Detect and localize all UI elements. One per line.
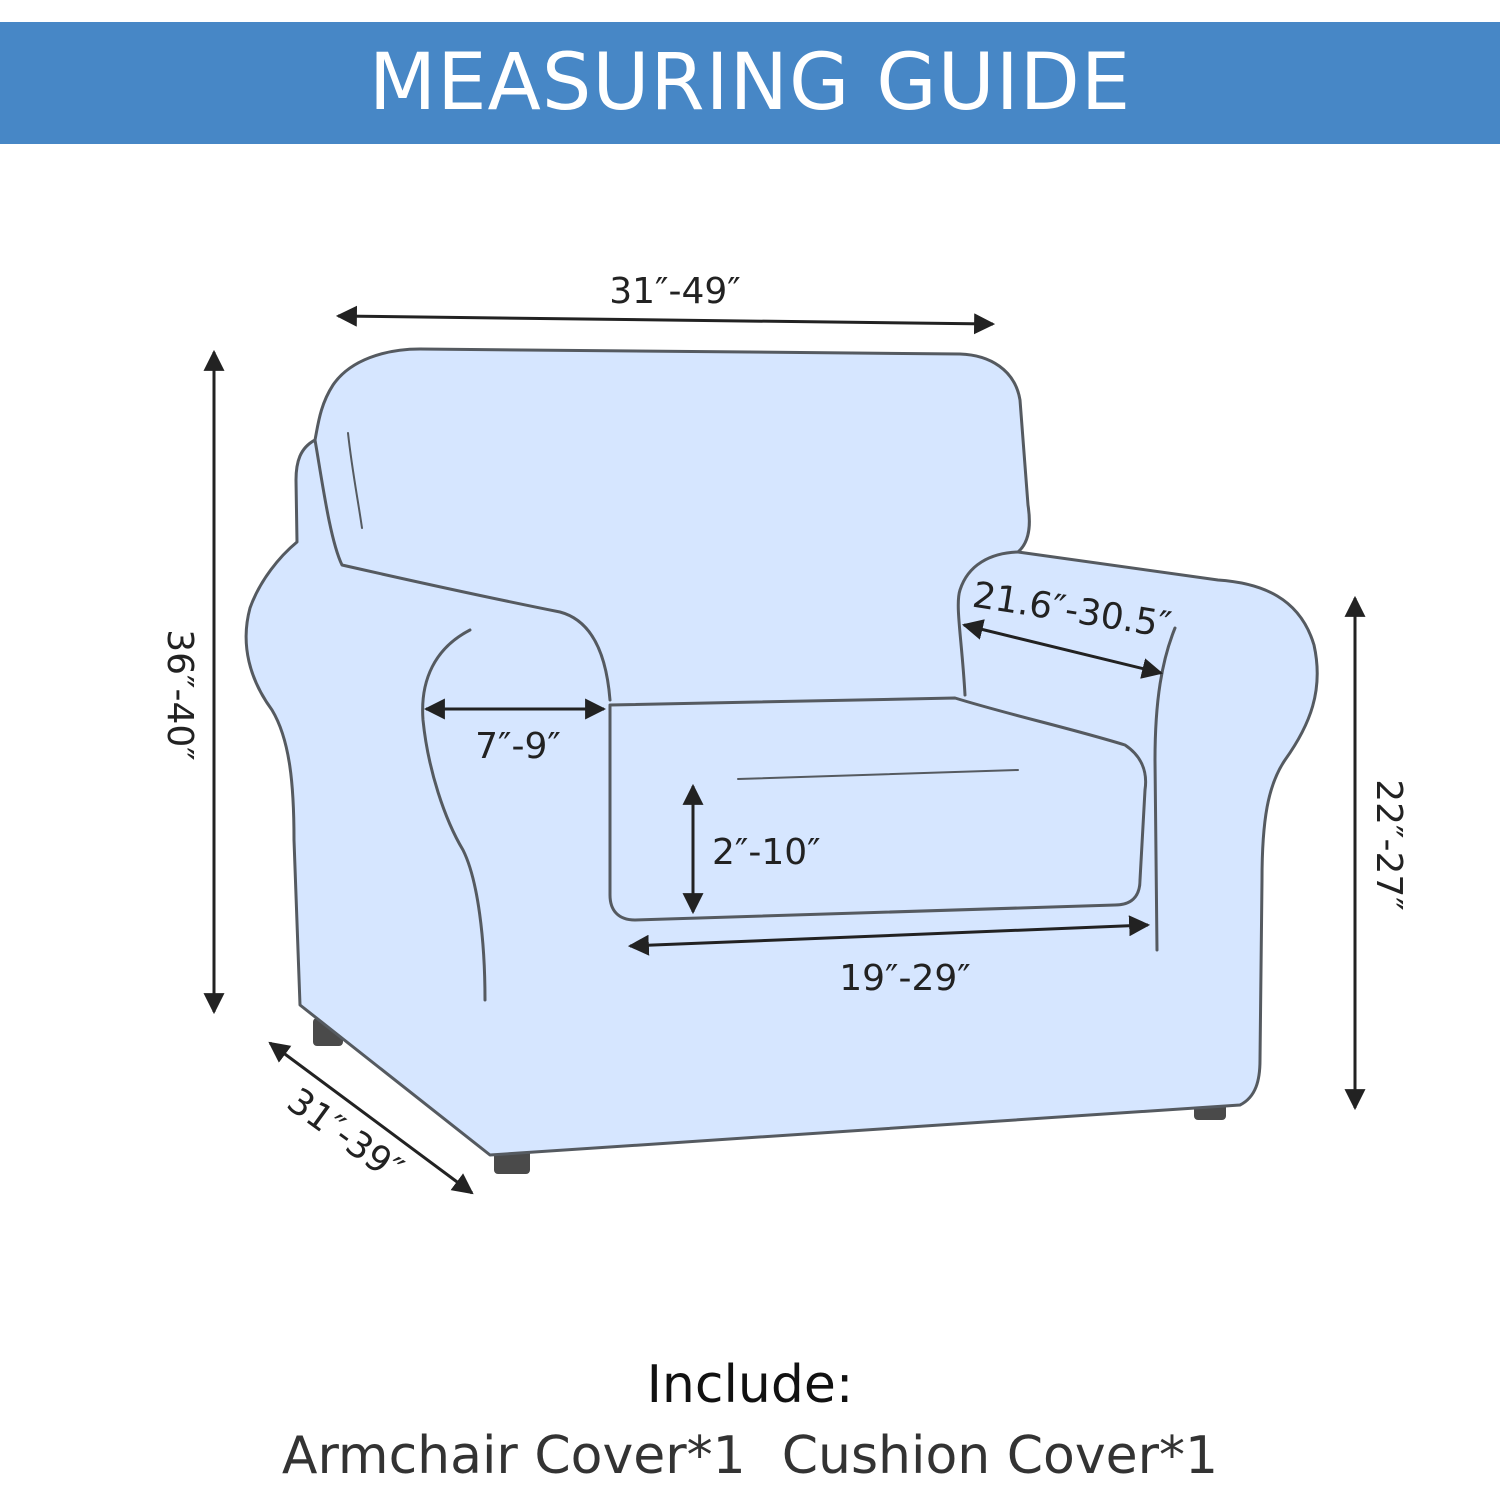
back-cushion-edge xyxy=(313,438,612,702)
include-heading: Include: xyxy=(646,1355,854,1415)
right-arm-front xyxy=(1153,626,1177,952)
armchair-illustration xyxy=(244,347,1319,1174)
include-item-cushion-cover: Cushion Cover*1 xyxy=(781,1426,1219,1486)
page-title: MEASURING GUIDE xyxy=(368,38,1132,128)
arrow-seat-width xyxy=(627,915,1151,956)
label-back-width: 31″-49″ xyxy=(609,271,741,312)
label-arm-height: 22″-27″ xyxy=(1368,779,1409,911)
arrow-back-width xyxy=(335,305,996,335)
label-total-height: 36″-40″ xyxy=(159,629,200,761)
label-arm-width: 7″-9″ xyxy=(475,726,561,767)
include-list: Armchair Cover*1 Cushion Cover*1 xyxy=(0,1426,1500,1486)
cushion-seam xyxy=(737,769,1019,780)
include-item-armchair-cover: Armchair Cover*1 xyxy=(281,1426,746,1486)
arrow-arm-length xyxy=(961,619,1164,679)
arrow-depth xyxy=(268,1041,474,1195)
title-banner: MEASURING GUIDE xyxy=(0,22,1500,144)
seat-cushion xyxy=(608,696,1148,922)
back-side-fold xyxy=(347,432,363,529)
left-arm-roll xyxy=(421,628,487,1002)
label-cushion-thickness: 2″-10″ xyxy=(712,832,821,873)
dimension-arrows xyxy=(203,305,1366,1195)
label-seat-width: 19″-29″ xyxy=(839,958,971,999)
